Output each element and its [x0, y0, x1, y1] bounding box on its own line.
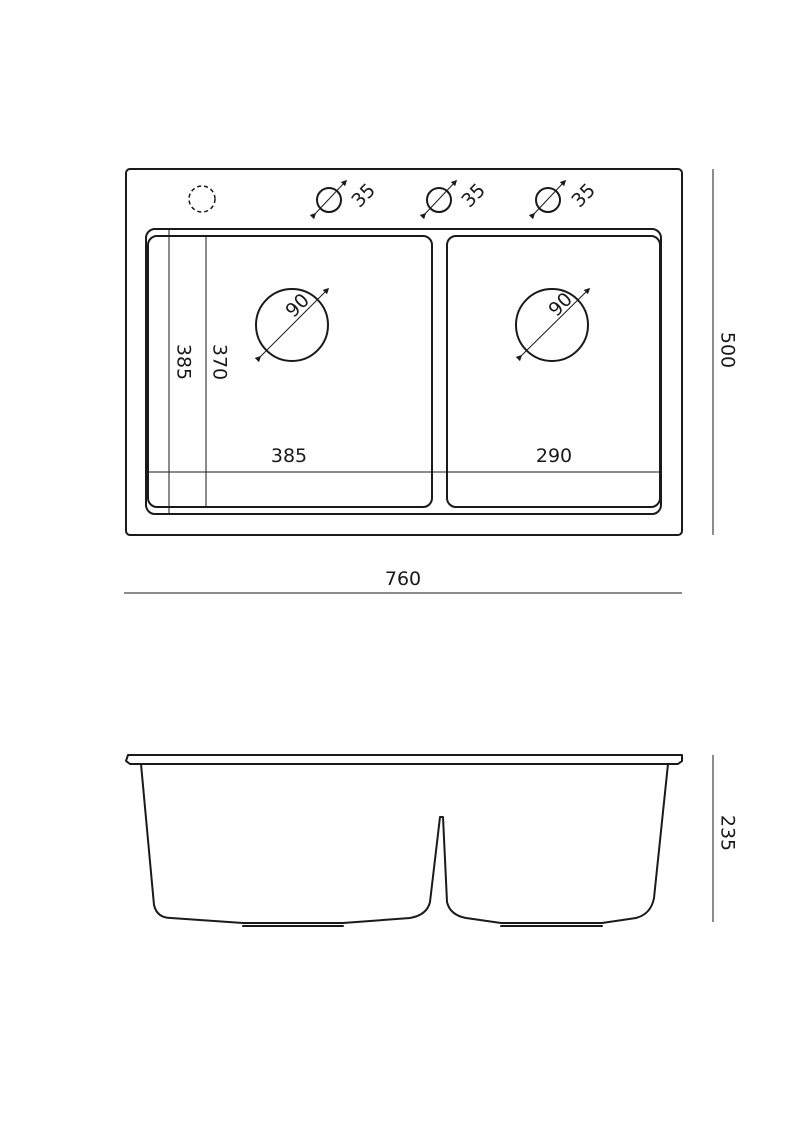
right-bowl: [446, 235, 661, 508]
tap-hole-3-label: 35: [567, 179, 600, 212]
tap-hole-2-label: 35: [457, 179, 490, 212]
left-bowl-inner-depth-label: 370: [209, 344, 231, 380]
tap-hole-3: 35: [528, 179, 600, 220]
sink-outline: [125, 168, 683, 536]
side-view: 235: [125, 754, 739, 927]
right-drain: 90: [515, 287, 591, 362]
right-drain-label: 90: [544, 288, 577, 321]
tap-hole-1: 35: [309, 179, 380, 220]
height-label: 235: [717, 815, 739, 851]
top-view: 35 35 35 90 90 385 370 385 290: [125, 168, 683, 536]
overall-dimensions: 760 500: [124, 169, 739, 594]
overall-width-label: 760: [385, 568, 421, 590]
left-bowl-outer-depth-label: 385: [173, 344, 195, 380]
overall-depth-label: 500: [717, 332, 739, 368]
right-bowl-width-label: 290: [536, 445, 572, 467]
side-left-bowl: [140, 763, 669, 924]
tap-hole-1-label: 35: [347, 179, 380, 212]
left-drain: 90: [254, 287, 330, 363]
optional-hole-dashed: [188, 185, 216, 213]
left-bowl: [147, 235, 433, 508]
side-top-lip: [125, 754, 683, 765]
tap-hole-2: 35: [419, 179, 490, 220]
left-bowl-width-label: 385: [271, 445, 307, 467]
